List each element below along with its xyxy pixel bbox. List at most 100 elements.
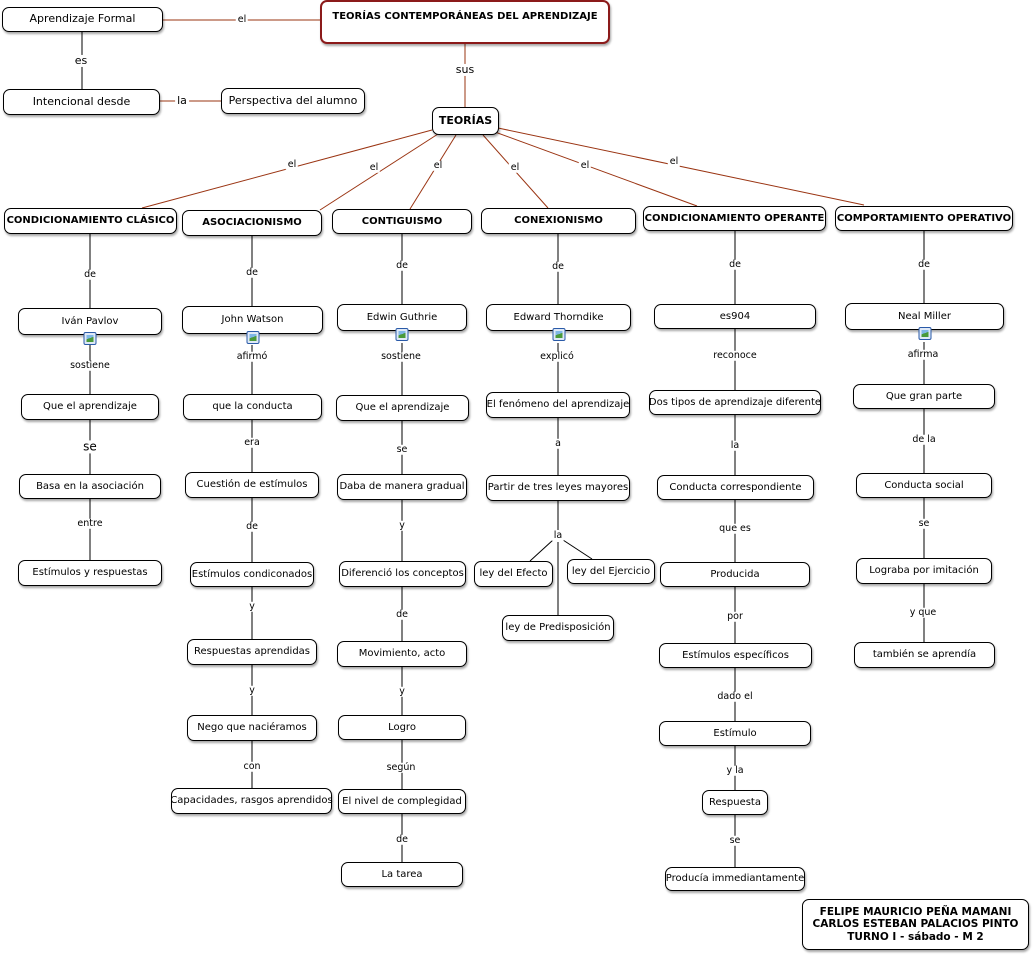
link-label: el: [285, 158, 299, 171]
link-label: con: [241, 760, 263, 773]
link-label: de: [244, 520, 260, 533]
link-label: a: [553, 437, 563, 450]
link-label: de: [550, 260, 566, 273]
link-label: se: [394, 443, 410, 456]
link-label: el: [367, 161, 381, 174]
link-label: de: [394, 259, 410, 272]
link-label: según: [384, 761, 418, 774]
link-label: el: [235, 13, 249, 26]
author-edwin-guthrie: Edwin Guthrie: [337, 304, 467, 341]
link-label: sus: [453, 62, 477, 77]
author-es904: es904: [654, 304, 816, 329]
image-icon[interactable]: [552, 328, 565, 341]
link-label: explicó: [538, 350, 576, 363]
link-label: de: [394, 608, 410, 621]
node-c2-2: Cuestión de estímulos: [185, 472, 319, 498]
link-label: de la: [910, 433, 938, 446]
image-icon[interactable]: [395, 328, 409, 341]
link-label: y la: [724, 764, 746, 777]
link-label: el: [667, 155, 681, 168]
link-label: de: [727, 258, 743, 271]
link-label: y: [247, 600, 257, 613]
link-label: de: [394, 833, 410, 846]
link-label: era: [242, 436, 262, 449]
link-label: sostiene: [379, 350, 423, 363]
node-c5-5: Estímulo: [659, 721, 811, 746]
theory-comportamiento-operativo: COMPORTAMIENTO OPERATIVO: [835, 206, 1013, 231]
link-label: y que: [907, 606, 939, 619]
link-label: entre: [75, 517, 105, 530]
node-c3-2: Daba de manera gradual: [337, 474, 467, 500]
node-ley-predisposicion: ley de Predisposición: [502, 615, 614, 641]
link-label: que es: [717, 522, 753, 535]
node-c6-3: Lograba por imitación: [856, 558, 992, 584]
image-icon[interactable]: [918, 327, 931, 340]
link-label: reconoce: [711, 349, 759, 362]
link-label: y: [397, 519, 407, 532]
node-c4-1: El fenómeno del aprendizaje: [486, 392, 630, 418]
main-title-node: TEORÍAS CONTEMPORÁNEAS DEL APRENDIZAJE: [320, 0, 610, 44]
node-c3-6: El nivel de complegidad: [338, 789, 466, 814]
node-c3-4: Movimiento, acto: [337, 641, 467, 667]
node-c6-2: Conducta social: [856, 473, 992, 498]
link-label: la: [728, 439, 742, 452]
author-line-2: CARLOS ESTEBAN PALACIOS PINTO: [812, 918, 1019, 931]
link-label: se: [81, 439, 99, 454]
link-label: se: [916, 517, 932, 530]
node-c6-4: también se aprendía: [854, 642, 995, 668]
node-c2-4: Respuestas aprendidas: [187, 639, 317, 665]
link-label: y: [397, 685, 407, 698]
node-c5-3: Producida: [660, 562, 810, 587]
link-label: y: [247, 684, 257, 697]
theory-condicionamiento-operante: CONDICIONAMIENTO OPERANTE: [643, 206, 826, 231]
link-label: se: [727, 834, 743, 847]
node-c2-1: que la conducta: [183, 394, 322, 420]
theory-condicionamiento-clasico: CONDICIONAMIENTO CLÁSICO: [4, 208, 177, 234]
author-ivan-pavlov: Iván Pavlov: [18, 308, 162, 345]
node-c2-6: Capacidades, rasgos aprendidos: [170, 788, 333, 814]
link-label: es: [72, 53, 90, 68]
theory-asociacionismo: ASOCIACIONISMO: [182, 210, 322, 236]
link-label: de: [82, 268, 98, 281]
author-john-watson: John Watson: [182, 306, 323, 344]
node-c2-3: Estímulos condiconados: [190, 562, 314, 587]
link-label: sostiene: [68, 359, 112, 372]
node-c1-2: Basa en la asociación: [19, 474, 161, 499]
image-icon[interactable]: [246, 331, 259, 344]
node-c5-4: Estímulos específicos: [659, 643, 812, 668]
node-c5-1: Dos tipos de aprendizaje diferente: [649, 390, 821, 415]
node-ley-efecto: ley del Efecto: [474, 561, 553, 587]
node-c5-2: Conducta correspondiente: [657, 475, 814, 500]
node-intencional: Intencional desde: [3, 89, 160, 115]
node-c3-7: La tarea: [341, 862, 463, 887]
node-aprendizaje-formal: Aprendizaje Formal: [2, 7, 163, 32]
node-ley-ejercicio: ley del Ejercicio: [567, 559, 655, 584]
theory-contiguismo: CONTIGUISMO: [332, 209, 472, 234]
main-title: TEORÍAS CONTEMPORÁNEAS DEL APRENDIZAJE: [332, 11, 598, 22]
node-c1-1: Que el aprendizaje: [21, 394, 159, 420]
node-c1-3: Estímulos y respuestas: [18, 560, 162, 586]
link-label: el: [578, 159, 592, 172]
image-icon[interactable]: [83, 332, 97, 345]
author-neal-miller: Neal Miller: [845, 303, 1004, 340]
link-label: de: [916, 258, 932, 271]
node-teorias: TEORÍAS: [432, 107, 499, 135]
link-label: el: [431, 159, 445, 172]
link-label: por: [725, 610, 745, 623]
node-c6-1: Que gran parte: [853, 384, 995, 409]
link-label: el: [508, 161, 522, 174]
node-c2-5: Nego que naciéramos: [187, 715, 317, 741]
link-label: de: [244, 266, 260, 279]
author-line-1: FELIPE MAURICIO PEÑA MAMANI: [819, 906, 1012, 919]
link-label: la: [551, 529, 565, 542]
author-line-3: TURNO I - sábado - M 2: [847, 930, 984, 943]
node-c5-7: Producía immediantamente: [665, 867, 805, 891]
node-c3-5: Logro: [338, 715, 466, 740]
node-c5-6: Respuesta: [702, 790, 768, 815]
link-label: afirma: [905, 348, 941, 361]
node-c3-3: Diferenció los conceptos: [339, 561, 466, 587]
link-label: dado el: [715, 690, 755, 703]
theory-conexionismo: CONEXIONISMO: [481, 208, 636, 234]
node-perspectiva: Perspectiva del alumno: [221, 88, 365, 114]
